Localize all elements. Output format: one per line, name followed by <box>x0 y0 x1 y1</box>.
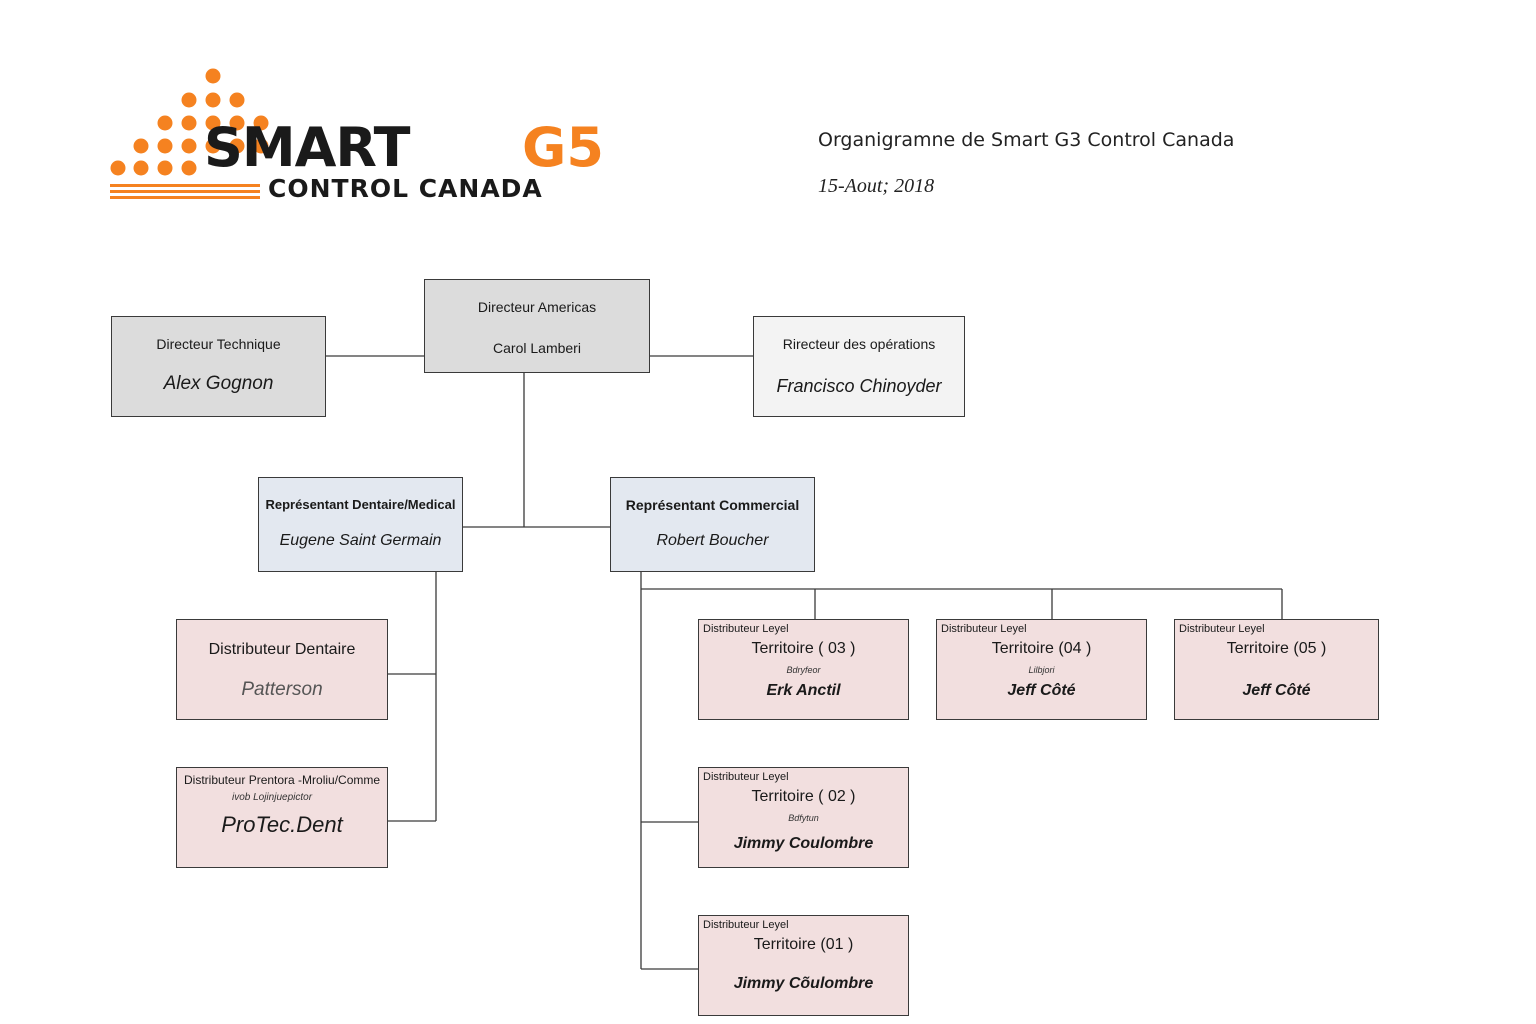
node-director-americas: Directeur Americas Carol Lamberi <box>424 279 650 373</box>
node-level: Distributeur Leyel <box>941 623 1027 635</box>
logo-word-smart: SMART <box>204 116 410 179</box>
node-name: Eugene Saint Germain <box>279 532 442 549</box>
node-name: Robert Boucher <box>656 532 769 549</box>
node-role: Représentant Commercial <box>625 497 800 513</box>
node-subtitle: Bdryfeor <box>786 665 821 675</box>
node-territory-02: Distributeur Leyel Territoire ( 02 ) Bdf… <box>698 767 909 868</box>
node-name: Jeff Côté <box>1242 682 1311 699</box>
node-level: Distributeur Leyel <box>703 771 789 783</box>
page-date: 15-Aout; 2018 <box>818 175 935 197</box>
node-territory-03: Distributeur Leyel Territoire ( 03 ) Bdr… <box>698 619 909 720</box>
node-rep-commercial: Représentant Commercial Robert Boucher <box>610 477 815 572</box>
node-name: Erk Anctil <box>766 682 841 699</box>
node-director-operations: Rirecteur des opérations Francisco Chino… <box>753 316 965 417</box>
page-title: Organigramne de Smart G3 Control Canada <box>818 129 1235 151</box>
node-territory-05: Distributeur Leyel Territoire (05 ) Jeff… <box>1174 619 1379 720</box>
node-rep-dental-medical: Représentant Dentaire/Medical Eugene Sai… <box>258 477 463 572</box>
node-subtitle: Lilbjori <box>1028 665 1055 675</box>
logo-word-g5: G5 <box>522 116 604 179</box>
node-name: Alex Gognon <box>163 373 274 394</box>
node-role: Directeur Americas <box>477 299 597 315</box>
node-territory: Territoire ( 03 ) <box>751 640 856 657</box>
node-territory: Territoire (04 ) <box>991 640 1092 657</box>
logo-dots-graphic <box>110 68 269 199</box>
node-territory: Territoire (05 ) <box>1226 640 1327 657</box>
logo-subtitle: CONTROL CANADA <box>268 174 543 203</box>
node-name: Carol Lamberi <box>493 340 581 356</box>
node-role: Distributeur Dentaire <box>208 641 356 658</box>
node-level: Distributeur Leyel <box>703 919 789 931</box>
node-name: Jeff Côté <box>1007 682 1076 699</box>
node-role: Distributeur Prentora -Mroliu/Comme <box>184 773 381 787</box>
node-role: Directeur Technique <box>156 336 281 352</box>
node-territory: Territoire (01 ) <box>753 936 854 953</box>
node-name: Patterson <box>241 679 323 700</box>
node-subtitle: ivob Lojinjuepictor <box>231 792 313 803</box>
node-dist-dental: Distributeur Dentaire Patterson <box>176 619 388 720</box>
node-role: Rirecteur des opérations <box>782 336 936 352</box>
node-territory: Territoire ( 02 ) <box>751 788 856 805</box>
node-name: Francisco Chinoyder <box>776 376 942 396</box>
node-level: Distributeur Leyel <box>703 623 789 635</box>
node-role: Représentant Dentaire/Medical <box>265 497 456 512</box>
node-territory-04: Distributeur Leyel Territoire (04 ) Lilb… <box>936 619 1147 720</box>
node-name: ProTec.Dent <box>221 812 343 837</box>
node-territory-01: Distributeur Leyel Territoire (01 ) Jimm… <box>698 915 909 1016</box>
node-dist-protec: Distributeur Prentora -Mroliu/Comme ivob… <box>176 767 388 868</box>
node-name: Jimmy Coulombre <box>733 835 874 852</box>
node-subtitle: Bdfytun <box>788 813 819 823</box>
company-logo: SMART G5 CONTROL CANADA <box>108 66 653 206</box>
node-name: Jimmy Cõulombre <box>733 975 874 992</box>
node-director-technique: Directeur Technique Alex Gognon <box>111 316 326 417</box>
node-level: Distributeur Leyel <box>1179 623 1265 635</box>
